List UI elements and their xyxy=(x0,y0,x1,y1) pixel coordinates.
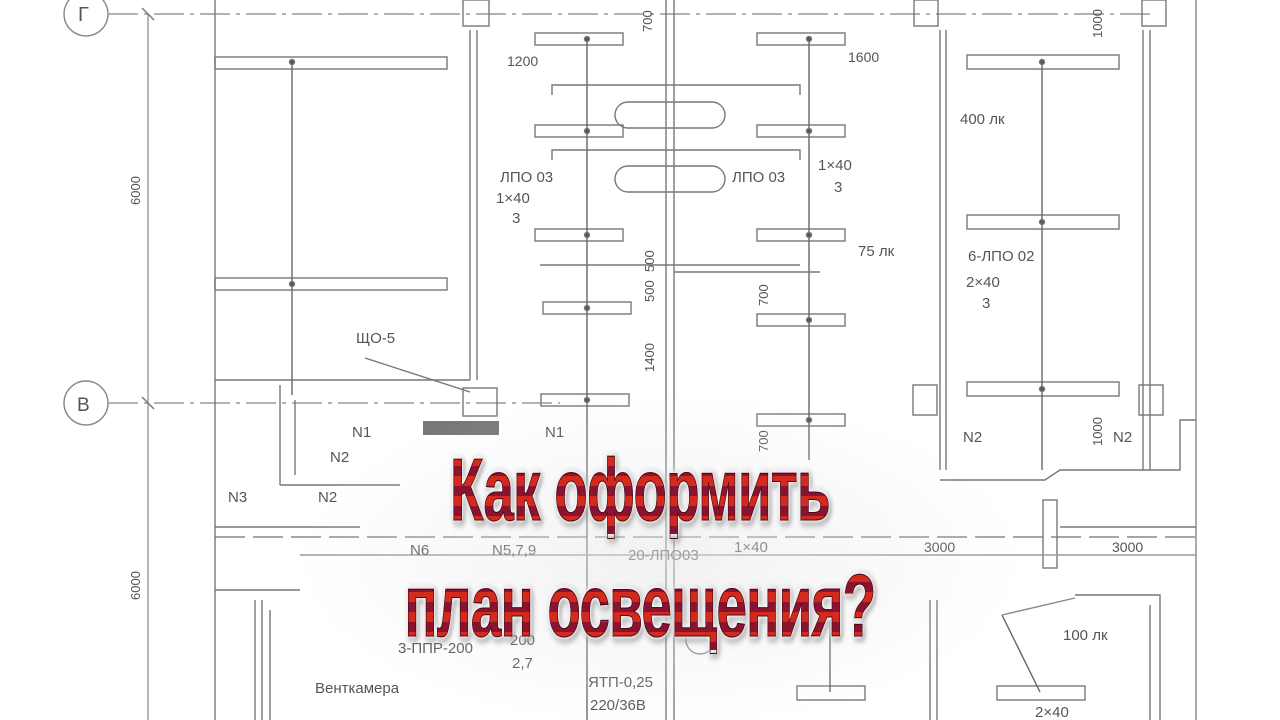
title-line-1: Как оформить xyxy=(243,445,1037,534)
svg-text:500: 500 xyxy=(642,250,657,272)
svg-text:400 лк: 400 лк xyxy=(960,111,1005,128)
svg-text:2×40: 2×40 xyxy=(966,274,1000,291)
svg-text:2,7: 2,7 xyxy=(512,655,533,672)
svg-text:500: 500 xyxy=(642,280,657,302)
axis-label-g: Г xyxy=(78,4,89,26)
svg-text:3000: 3000 xyxy=(924,539,955,555)
svg-text:3000: 3000 xyxy=(1112,539,1143,555)
title-line-2: план освещения? xyxy=(243,561,1037,650)
svg-text:220/36В: 220/36В xyxy=(590,697,646,714)
svg-text:75 лк: 75 лк xyxy=(858,243,895,260)
room-label: Венткамера xyxy=(315,680,400,697)
axis-label-v: В xyxy=(77,395,90,416)
svg-text:700: 700 xyxy=(640,10,655,32)
svg-text:1000: 1000 xyxy=(1090,417,1105,446)
panel-label: ЩО-5 xyxy=(356,330,395,347)
svg-text:3: 3 xyxy=(512,210,520,227)
svg-text:1200: 1200 xyxy=(507,53,538,69)
svg-text:1×40: 1×40 xyxy=(734,539,768,556)
svg-text:N1: N1 xyxy=(352,424,371,441)
svg-text:100 лк: 100 лк xyxy=(1063,627,1108,644)
svg-text:6000: 6000 xyxy=(128,571,143,600)
svg-text:3: 3 xyxy=(834,179,842,196)
svg-text:1×40: 1×40 xyxy=(496,190,530,207)
svg-text:6000: 6000 xyxy=(128,176,143,205)
svg-text:N2: N2 xyxy=(1113,429,1132,446)
svg-text:N1: N1 xyxy=(545,424,564,441)
svg-text:1×40: 1×40 xyxy=(818,157,852,174)
svg-text:1600: 1600 xyxy=(848,49,879,65)
svg-text:ЛПО 03: ЛПО 03 xyxy=(500,169,553,186)
svg-text:1000: 1000 xyxy=(1090,9,1105,38)
svg-text:1400: 1400 xyxy=(642,343,657,372)
svg-text:ЛПО 03: ЛПО 03 xyxy=(732,169,785,186)
svg-text:3: 3 xyxy=(982,295,990,312)
svg-text:2×40: 2×40 xyxy=(1035,704,1069,720)
svg-text:ЯТП-0,25: ЯТП-0,25 xyxy=(588,674,653,691)
svg-text:N2: N2 xyxy=(963,429,982,446)
svg-text:6-ЛПО 02: 6-ЛПО 02 xyxy=(968,248,1034,265)
svg-text:700: 700 xyxy=(756,284,771,306)
